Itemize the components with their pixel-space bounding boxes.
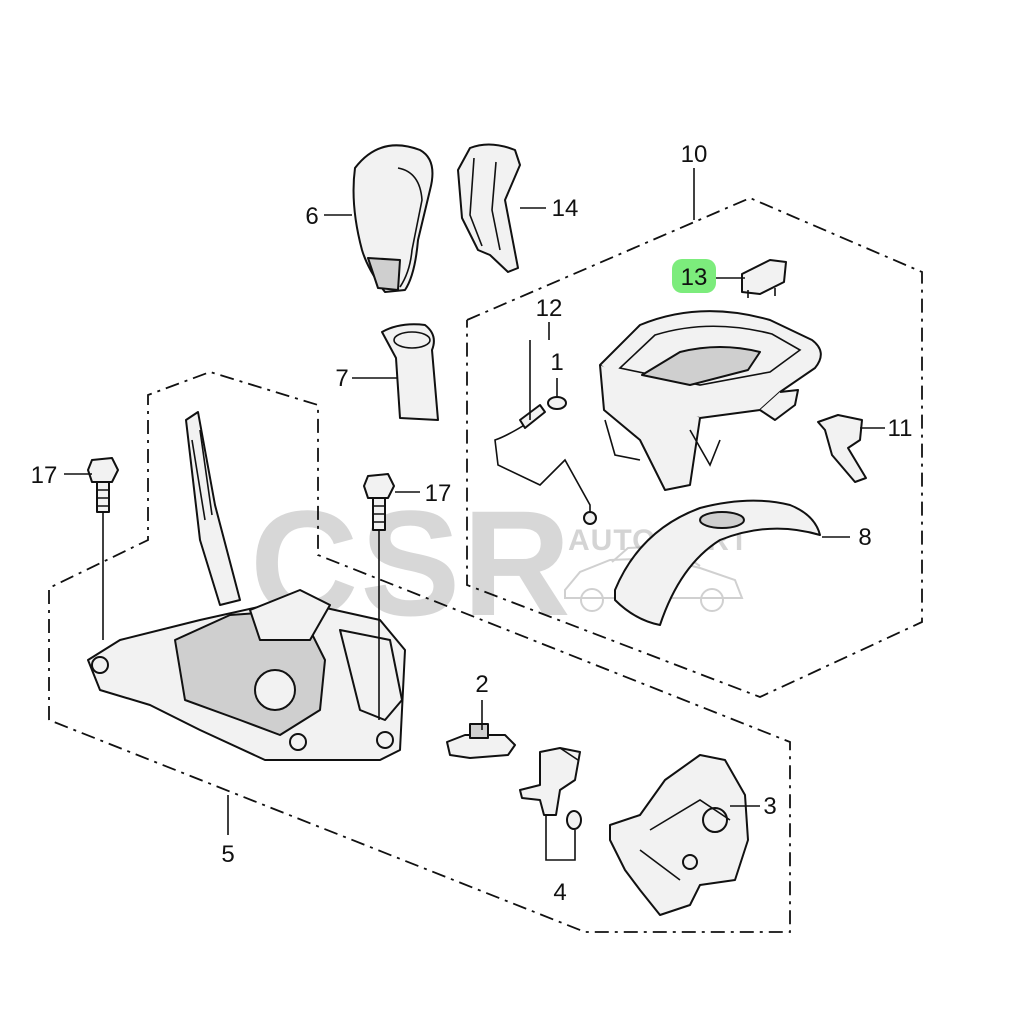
callout-labels: 10 6 14 13 12 1 7 11 17 17 8 2 3 5 4 [31,141,913,906]
callout-17-right: 17 [425,480,452,507]
part-8-indicator-panel [614,499,821,626]
group-box-5 [48,371,791,933]
part-17-bolt-right [363,473,395,531]
group-box-10 [466,197,923,698]
callout-12: 12 [536,295,563,322]
callout-7: 7 [335,365,348,392]
part-6-shift-knob [352,144,434,293]
callout-13-highlight [672,259,716,293]
callout-4: 4 [553,879,566,906]
callout-8: 8 [858,524,871,551]
callout-14: 14 [552,195,579,222]
part-10-console-housing [599,310,822,491]
callout-10: 10 [681,141,708,168]
part-12-cable [494,404,597,525]
part-14-knob-garnish [457,143,521,273]
callout-13: 13 [681,264,708,291]
callout-3: 3 [763,793,776,820]
callout-17-left: 17 [31,462,58,489]
part-4-solenoid [519,747,582,830]
part-3-bracket [609,754,749,916]
part-2-switch [446,723,516,759]
callout-2: 2 [475,671,488,698]
part-1-grommet [547,396,567,410]
part-17-bolt-left [87,457,119,513]
leader-lines [64,168,885,861]
callout-11: 11 [888,415,913,442]
part-5-shift-lever-assembly [87,411,406,761]
part-13-clip [741,259,787,298]
callout-5: 5 [221,841,234,868]
part-7-sleeve [381,323,439,421]
part-11-bracket [817,414,867,483]
callout-6: 6 [305,203,318,230]
callout-1: 1 [550,349,563,376]
